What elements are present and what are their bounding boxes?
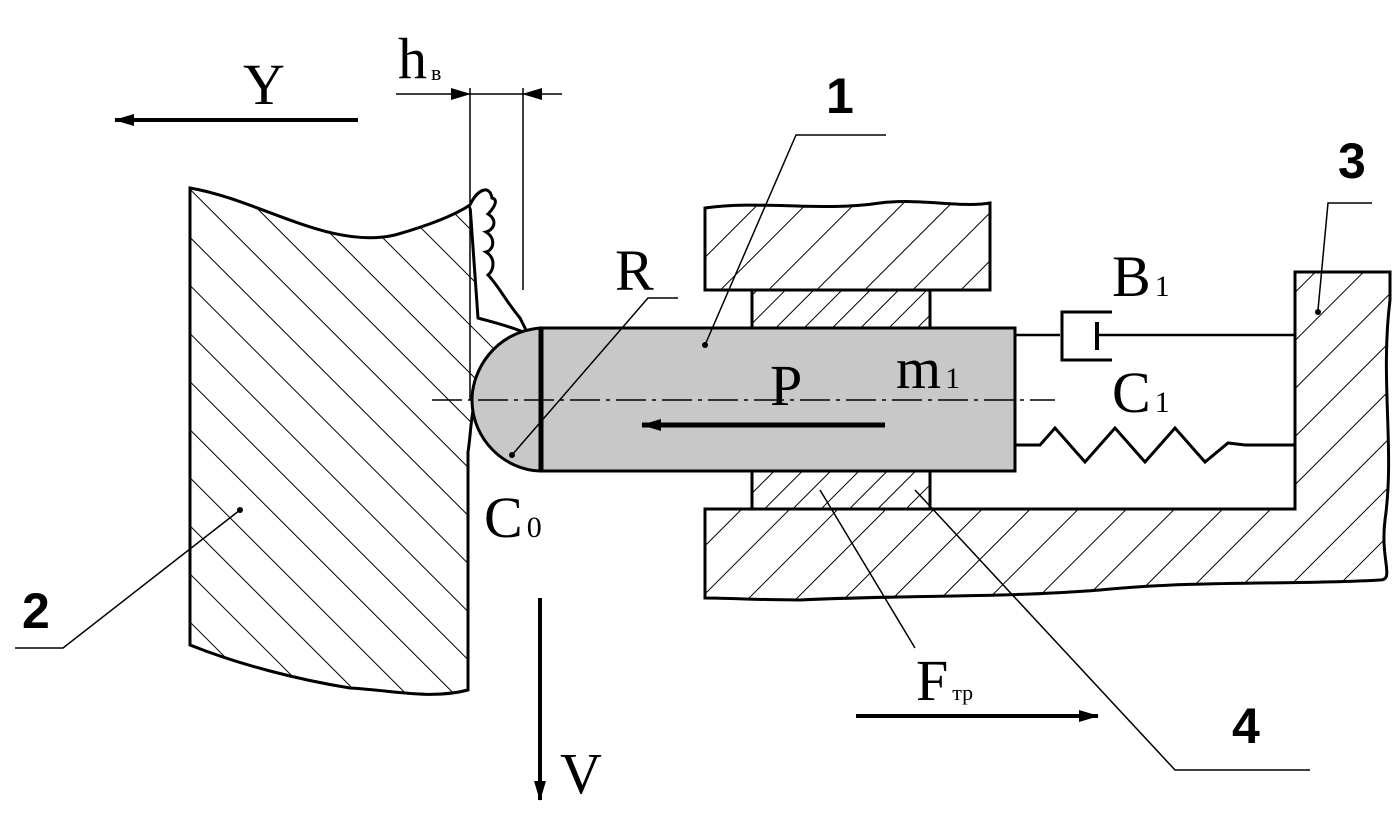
leader-lines [15,134,1372,771]
dimension-hv [396,88,562,400]
leader-2 [15,509,241,649]
label-v: V [560,741,602,806]
housing-base [703,270,1392,602]
housing-part-3 [703,200,1392,602]
label-y: Y [243,52,285,117]
label-p: P [770,353,802,418]
label-part-4: 4 [1232,698,1260,754]
label-r: R [615,238,654,303]
workpiece-part-2 [188,186,532,696]
housing-top-block [703,200,992,292]
leader-1 [704,134,886,346]
spring-c1 [1015,425,1295,465]
bushing-lower [750,469,932,511]
leader-r [511,297,678,456]
label-part-2: 2 [22,583,50,639]
workpiece-body [188,186,532,696]
leader-4 [914,489,1310,771]
label-part-1: 1 [826,68,854,124]
surface-roughness [468,188,530,335]
bushing-upper [750,288,932,330]
damper-b1 [1015,310,1295,362]
label-part-3: 3 [1338,133,1366,189]
leader-3 [1317,202,1372,311]
leader-ftr [819,489,916,649]
